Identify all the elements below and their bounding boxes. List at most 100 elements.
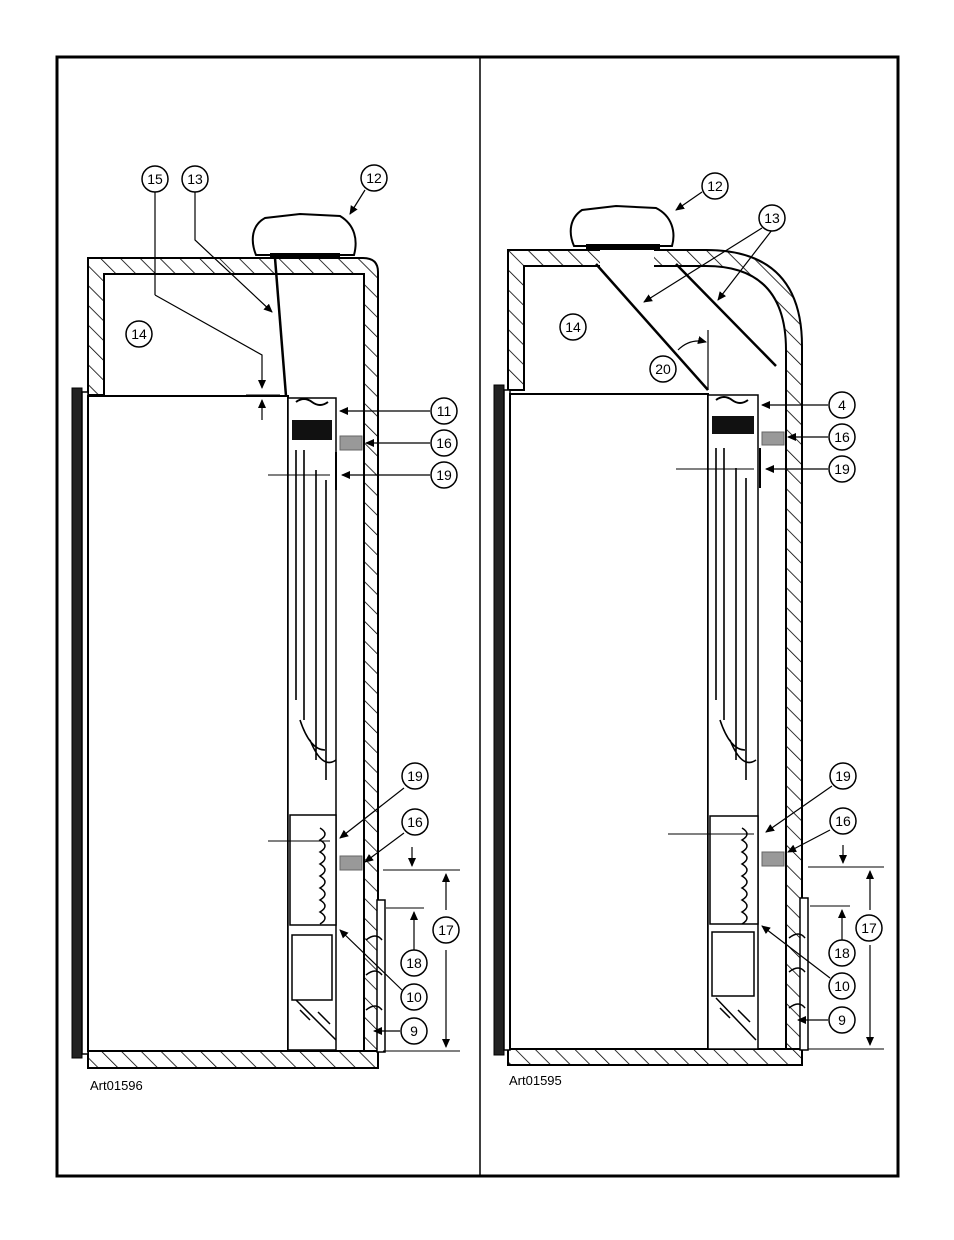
right-leader-12 xyxy=(675,191,703,211)
left-flue-pipe xyxy=(273,257,288,397)
left-leader-12 xyxy=(349,189,366,215)
right-callout-17: 17 xyxy=(855,914,883,942)
svg-text:19: 19 xyxy=(834,461,850,477)
right-angle-arc xyxy=(677,336,707,351)
svg-text:11: 11 xyxy=(437,403,452,419)
left-cooling-tubes xyxy=(295,450,337,780)
svg-text:20: 20 xyxy=(655,361,671,377)
left-cabinet-wall xyxy=(87,257,379,1069)
svg-text:13: 13 xyxy=(764,210,780,226)
right-art-code: Art01595 xyxy=(509,1073,562,1088)
left-callout-19b: 19 xyxy=(401,762,429,790)
left-side-vent xyxy=(376,899,386,1053)
left-cooling-coil-top xyxy=(295,398,329,406)
right-callout-19a: 19 xyxy=(828,455,856,483)
left-seal-gasket-bottom xyxy=(339,855,363,871)
right-cabinet-wall xyxy=(507,249,803,1066)
left-callout-12: 12 xyxy=(360,164,388,192)
right-roof-opening xyxy=(600,248,654,268)
left-callout-16a: 16 xyxy=(430,429,458,457)
svg-text:9: 9 xyxy=(410,1023,418,1039)
right-callout-16a: 16 xyxy=(828,423,856,451)
svg-text:4: 4 xyxy=(838,397,846,413)
right-baffle-a xyxy=(595,263,709,391)
right-callout-9: 9 xyxy=(828,1006,856,1034)
right-burner-box xyxy=(709,815,759,925)
right-callout-12: 12 xyxy=(701,172,729,200)
right-callout-16b: 16 xyxy=(829,807,857,835)
right-callout-20: 20 xyxy=(649,355,677,383)
right-callout-19b: 19 xyxy=(829,762,857,790)
right-leader-19b xyxy=(765,785,833,833)
left-burner-box xyxy=(289,814,337,926)
left-callout-9: 9 xyxy=(400,1017,428,1045)
left-callout-14: 14 xyxy=(125,320,153,348)
right-lower-components xyxy=(715,997,757,1041)
right-cooling-coil-top xyxy=(715,396,749,404)
left-vent-louvers xyxy=(365,935,383,1011)
right-callout-18: 18 xyxy=(828,939,856,967)
left-door xyxy=(71,387,83,1059)
left-panel-diagram: 15 13 12 14 11 16 19 19 16 17 18 10 9 Ar… xyxy=(71,164,460,1093)
right-callout-14: 14 xyxy=(559,313,587,341)
svg-text:10: 10 xyxy=(406,989,422,1005)
left-seal-gasket-top xyxy=(339,435,363,451)
svg-text:12: 12 xyxy=(366,170,382,186)
left-art-code: Art01596 xyxy=(90,1078,143,1093)
svg-text:10: 10 xyxy=(834,978,850,994)
svg-text:18: 18 xyxy=(406,955,422,971)
svg-text:16: 16 xyxy=(835,813,851,829)
svg-text:16: 16 xyxy=(407,814,423,830)
left-control-box xyxy=(291,934,333,1001)
right-cooling-tubes xyxy=(715,448,757,780)
left-callout-18: 18 xyxy=(400,949,428,977)
right-seal-gasket-bottom xyxy=(761,851,785,867)
left-callout-17: 17 xyxy=(432,916,460,944)
right-roof-vent xyxy=(569,204,675,247)
svg-text:18: 18 xyxy=(834,945,850,961)
left-callout-15: 15 xyxy=(141,165,169,193)
left-callout-19a: 19 xyxy=(430,461,458,489)
right-absorber-top xyxy=(712,416,754,434)
right-callout-4: 4 xyxy=(828,391,856,419)
left-leader-16b xyxy=(364,832,405,863)
svg-text:13: 13 xyxy=(187,171,203,187)
left-leader-13 xyxy=(194,191,273,313)
left-roof-vent xyxy=(251,212,357,256)
svg-text:14: 14 xyxy=(565,319,581,335)
right-vent-louvers xyxy=(788,933,806,1009)
page-frame xyxy=(55,55,900,1178)
svg-text:19: 19 xyxy=(436,467,452,483)
svg-text:17: 17 xyxy=(438,922,454,938)
svg-text:16: 16 xyxy=(436,435,452,451)
right-callout-10: 10 xyxy=(828,972,856,1000)
svg-text:17: 17 xyxy=(861,920,877,936)
right-panel-diagram: 12 13 14 20 4 16 19 19 16 17 18 10 9 Art… xyxy=(493,172,884,1088)
left-boiler-coil xyxy=(318,827,326,925)
right-cabinet-floor xyxy=(507,1048,803,1066)
right-control-box xyxy=(711,931,755,997)
left-leader-15b xyxy=(154,294,266,389)
left-fridge-body xyxy=(87,395,289,1052)
right-leader-16b xyxy=(787,829,831,853)
right-baffle-b xyxy=(675,263,777,367)
right-leader-10 xyxy=(761,925,831,979)
left-callout-10: 10 xyxy=(400,983,428,1011)
left-cabinet-floor xyxy=(87,1050,379,1069)
left-lower-components xyxy=(295,999,337,1041)
right-door xyxy=(493,384,505,1056)
svg-text:16: 16 xyxy=(834,429,850,445)
right-roof-vent-base xyxy=(586,244,660,250)
right-fridge-body xyxy=(509,393,709,1050)
left-roof-vent-base xyxy=(270,253,340,259)
right-callout-13: 13 xyxy=(758,204,786,232)
svg-text:19: 19 xyxy=(407,768,423,784)
right-side-vent xyxy=(799,897,809,1051)
left-leader-19b xyxy=(339,787,405,839)
left-absorber-top xyxy=(292,420,332,440)
right-seal-gasket-top xyxy=(761,431,785,446)
svg-text:15: 15 xyxy=(147,171,163,187)
left-callout-16b: 16 xyxy=(401,808,429,836)
